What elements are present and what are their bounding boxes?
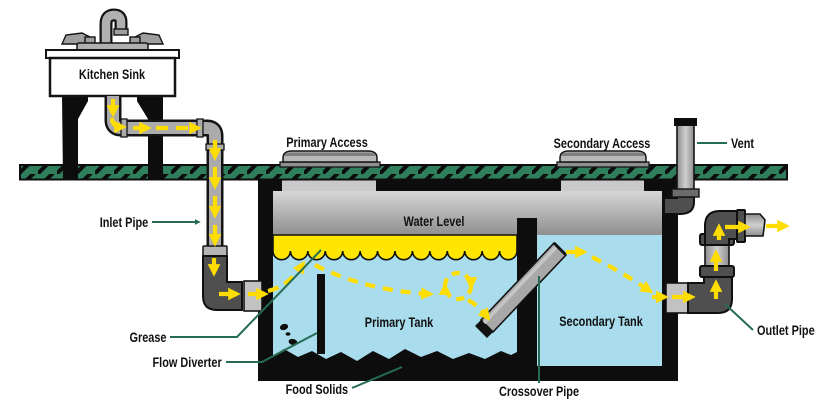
faucet-icon <box>60 8 165 52</box>
sink-leg-left <box>62 96 88 179</box>
secondary-access-cover <box>556 150 650 168</box>
secondary-access-label: Secondary Access <box>553 135 651 151</box>
vent-label: Vent <box>731 135 755 151</box>
outlet-elbow-lower <box>687 274 733 314</box>
leader-lines <box>152 142 754 389</box>
crossover-pipe-label: Crossover Pipe <box>498 383 580 399</box>
grease-leader <box>170 249 322 338</box>
vent-pipe-graphic <box>663 118 700 215</box>
kitchen-sink-label: Kitchen Sink <box>78 66 146 82</box>
primary-access-cover <box>279 150 381 168</box>
sink-leg-right <box>137 96 163 179</box>
secondary-tank-label: Secondary Tank <box>559 313 643 329</box>
grease-label: Grease <box>128 329 166 345</box>
ground <box>19 164 788 181</box>
outlet-stub <box>744 213 766 237</box>
crossover-pipe-graphic <box>475 241 568 338</box>
food-solids-sludge <box>273 349 517 366</box>
primary-tank-label: Primary Tank <box>364 314 434 330</box>
flow-diverter-leader <box>226 332 318 363</box>
food-solid-particle <box>285 332 291 336</box>
primary-access-label: Primary Access <box>286 134 368 150</box>
grease-layer <box>272 234 518 261</box>
food-solids-leader <box>351 366 403 389</box>
flow-arrows <box>106 99 790 322</box>
inlet-elbow <box>202 255 243 311</box>
tank-headspace <box>273 191 662 235</box>
food-solids-label: Food Solids <box>285 381 348 397</box>
inlet-pipe-label: Inlet Pipe <box>99 214 148 230</box>
outlet-pipe-leader <box>724 303 754 331</box>
flow-diverter-baffle <box>317 274 325 354</box>
flow-diverter-label: Flow Diverter <box>152 354 222 370</box>
water-level-label: Water Level <box>403 213 465 229</box>
vent-cap <box>674 118 697 126</box>
food-solid-particle <box>279 323 289 331</box>
food-solid-particle <box>301 354 311 362</box>
outlet-pipe-label: Outlet Pipe <box>757 322 815 338</box>
kitchen-sink-graphic <box>45 8 180 179</box>
